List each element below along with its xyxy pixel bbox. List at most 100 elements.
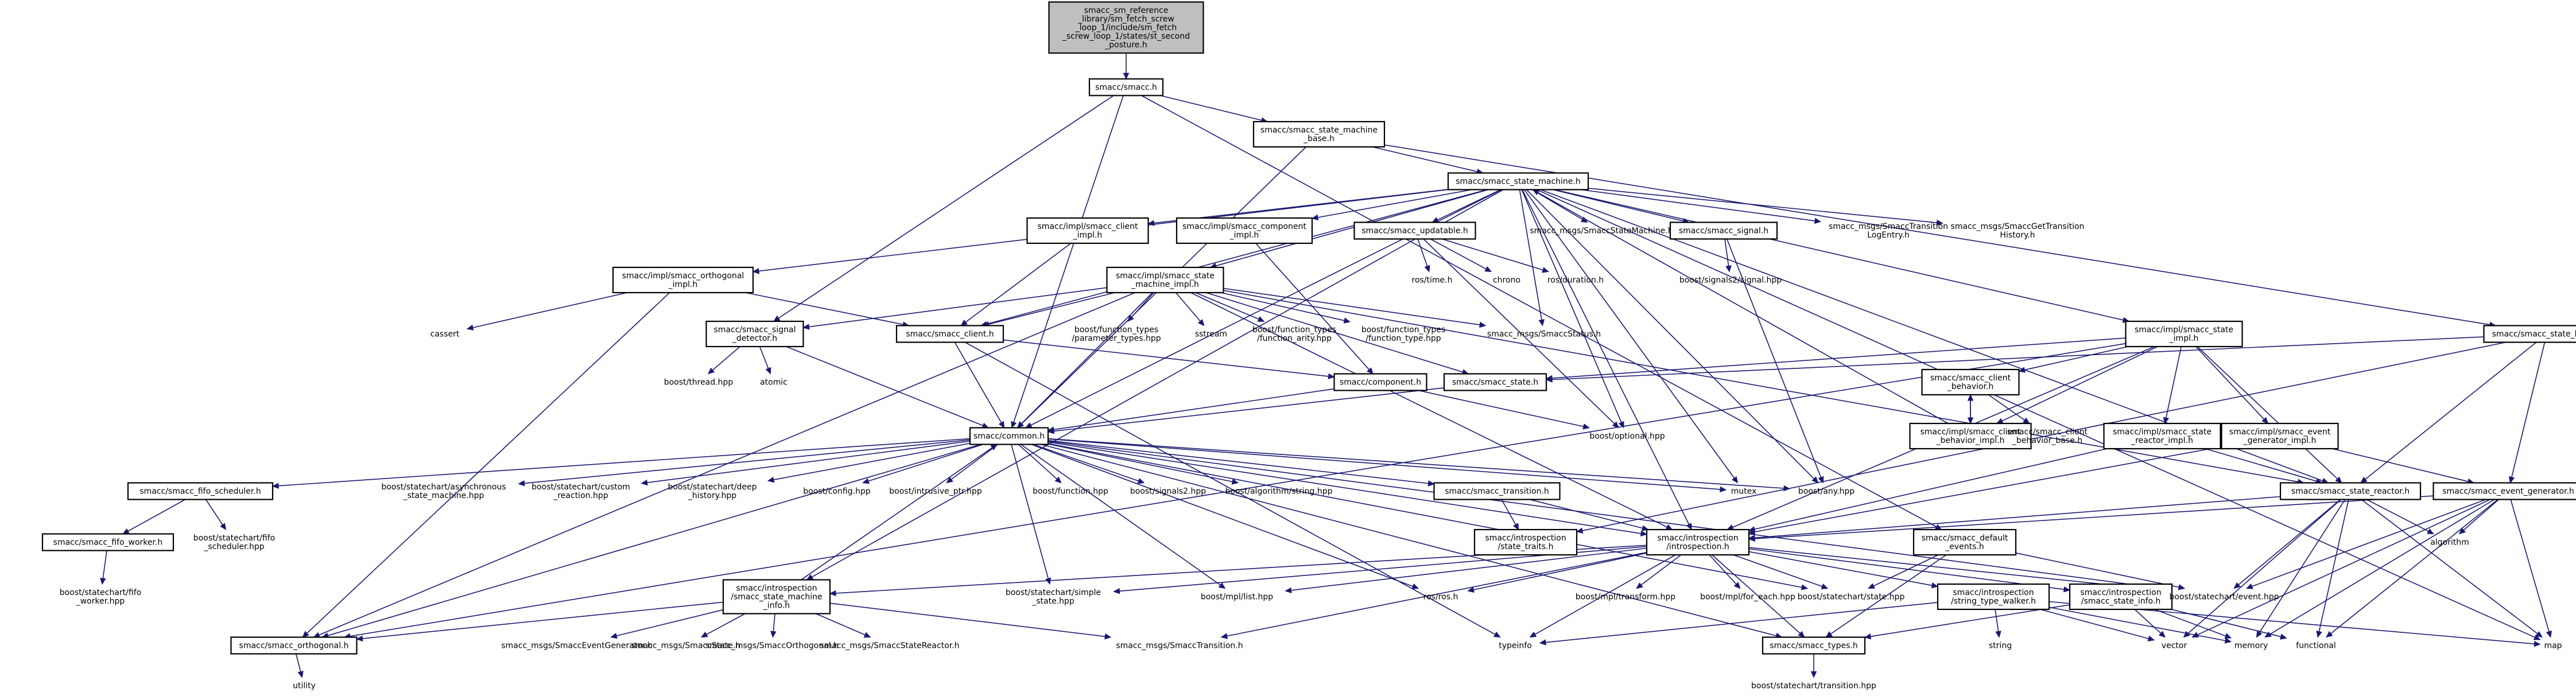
graph-node-client-behavior[interactable]: smacc/smacc_client_behavior.h [1921, 368, 2020, 396]
graph-node-component-h[interactable]: smacc/component.h [1333, 373, 1427, 391]
graph-node-state-info[interactable]: smacc/introspection/smacc_state_info.h [2069, 583, 2173, 611]
edge-default_events-to-sc_state [1873, 554, 1939, 586]
node-frame [2069, 583, 2173, 611]
graph-node-sc-event: boost/statechart/event.hpp [2169, 593, 2279, 602]
edge-signal_detector-to-atomic [759, 346, 769, 369]
node-label-line: smacc/smacc_fifo_worker.h [53, 538, 163, 547]
edge-smacc_h-to-state_machine_base [1160, 95, 1262, 121]
graph-node-common-h[interactable]: smacc/common.h [969, 427, 1049, 445]
edge-arrowhead [1868, 583, 1875, 589]
edge-arrowhead [1725, 265, 1732, 273]
node-label-line: boost/any.hpp [1798, 487, 1855, 496]
edge-state_impl-to-state_h [1551, 337, 2126, 379]
edge-arrowhead [1821, 584, 1829, 589]
graph-node-client-behavior-impl[interactable]: smacc/impl/smacc_client_behavior_impl.h [1909, 422, 2032, 450]
node-frame [1909, 422, 2032, 450]
edge-smacc_h-to-default_events [1141, 95, 1937, 527]
edge-arrowhead [1720, 486, 1727, 493]
graph-node-state-impl[interactable]: smacc/impl/smacc_state_impl.h [2125, 320, 2243, 348]
graph-node-state-machine-impl[interactable]: smacc/impl/smacc_state_machine_impl.h [1106, 266, 1224, 294]
node-label-line: _library/sm_fetch_screw [1077, 15, 1174, 24]
edge-arrowhead [1931, 582, 1939, 589]
graph-node-event-generator[interactable]: smacc/smacc_event_generator.h [2433, 482, 2576, 500]
node-frame [2483, 325, 2576, 343]
graph-node-state-base[interactable]: smacc/smacc_state_base.h [2483, 325, 2576, 343]
node-label-line: smacc_msgs/SmaccGetTransition [1951, 222, 2085, 231]
node-frame [722, 579, 831, 615]
graph-node-default-events[interactable]: smacc/smacc_default_events.h [1912, 528, 2017, 556]
graph-node-signal[interactable]: smacc/smacc_signal.h [1669, 221, 1778, 240]
edge-arrowhead [863, 632, 871, 638]
graph-node-event-generator-impl[interactable]: smacc/impl/smacc_event_generator_impl.h [2221, 422, 2339, 450]
graph-node-smacc-h[interactable]: smacc/smacc.h [1088, 78, 1164, 96]
edge-arrowhead [1783, 485, 1791, 492]
graph-node-orthogonal-h[interactable]: smacc/smacc_orthogonal.h [230, 636, 358, 655]
node-label-line: smacc/smacc_state_reactor.h [2291, 487, 2410, 496]
edge-updatable-to-boost_optional [1423, 238, 1615, 425]
graph-node-client-impl[interactable]: smacc/impl/smacc_client_impl.h [1026, 217, 1149, 244]
graph-node-string-type-walker[interactable]: smacc/introspection/string_type_walker.h [1937, 583, 2050, 611]
node-label-line: _behavior_impl.h [1935, 436, 2004, 445]
graph-node-sc-fifo-sched: boost/statechart/fifo_scheduler.hpp [193, 534, 275, 551]
edge-arrowhead [2256, 630, 2263, 638]
graph-node-client-h[interactable]: smacc/smacc_client.h [895, 325, 1004, 343]
graph-node-orthogonal-impl[interactable]: smacc/impl/smacc_orthogonal_impl.h [612, 266, 754, 294]
graph-node-cassert: cassert [430, 330, 460, 339]
graph-node-sc-simple-state: boost/statechart/simple_state.hpp [1006, 588, 1101, 606]
edge-arrowhead [220, 523, 227, 531]
graph-node-state-traits[interactable]: smacc/introspection/state_traits.h [1473, 528, 1578, 556]
edge-arrowhead [1529, 631, 1537, 638]
edge-arrowhead [1479, 321, 1487, 328]
node-label-line: smacc/introspection [1953, 588, 2034, 597]
node-frame [1646, 528, 1750, 556]
graph-node-fifo-scheduler[interactable]: smacc/smacc_fifo_scheduler.h [127, 482, 274, 500]
edge-arrowhead [2233, 582, 2241, 589]
node-label-line: /introspection.h [1666, 542, 1729, 551]
graph-node-root[interactable]: smacc_sm_reference_library/sm_fetch_scre… [1048, 1, 1204, 54]
node-label-line: _base.h [1303, 134, 1334, 143]
graph-node-updatable[interactable]: smacc/smacc_updatable.h [1353, 221, 1476, 240]
graph-node-msgs-reactor: smacc_msgs/SmaccStateReactor.h [820, 641, 959, 651]
edge-state_h-to-common_h [1053, 387, 1445, 432]
edge-state_machine-to-component_impl [1317, 189, 1472, 218]
edge-arrowhead [1640, 530, 1648, 536]
edge-arrowhead [1343, 317, 1351, 324]
graph-node-state-reactor[interactable]: smacc/smacc_state_reactor.h [2279, 482, 2422, 500]
edge-state_machine-to-state_impl [1554, 189, 2124, 321]
edge-event_generator-to-functional [2330, 499, 2499, 634]
node-frame [1433, 482, 1561, 500]
node-label-line: boost/signals2.hpp [1130, 487, 1206, 496]
edge-default_events-to-sc_event [2015, 552, 2179, 588]
graph-node-utility: utility [293, 682, 316, 691]
graph-node-fifo-worker[interactable]: smacc/smacc_fifo_worker.h [41, 533, 174, 551]
graph-node-state-machine-base[interactable]: smacc/smacc_state_machine_base.h [1252, 120, 1386, 148]
graph-node-sm-info[interactable]: smacc/introspection/smacc_state_machine_… [722, 579, 831, 615]
node-frame [1447, 172, 1589, 190]
edge-state_machine-to-boost_any [1526, 189, 1815, 479]
graph-node-state-h[interactable]: smacc/smacc_state.h [1443, 373, 1547, 391]
edge-state_impl-to-client_behavior_impl [2001, 346, 2158, 422]
edge-arrowhead [1025, 422, 1033, 429]
graph-node-state-machine[interactable]: smacc/smacc_state_machine.h [1447, 172, 1589, 190]
edge-sm_info-to-msgs_orth [773, 613, 775, 632]
graph-node-typeinfo: typeinfo [1499, 641, 1532, 651]
node-label-line: boost/mpl/for_each.hpp [1700, 593, 1795, 602]
node-label-line: _screw_loop_1/states/st_second [1062, 32, 1190, 41]
graph-node-introspection[interactable]: smacc/introspection/introspection.h [1646, 528, 1750, 556]
edge-arrowhead [2158, 631, 2166, 638]
edge-arrowhead [2360, 476, 2368, 484]
graph-node-signal-detector[interactable]: smacc/smacc_signal_detector.h [705, 320, 804, 348]
edge-state_reactor_impl-to-state_reactor [2205, 448, 2317, 482]
graph-node-transition-h[interactable]: smacc/smacc_transition.h [1433, 482, 1561, 500]
edge-arrowhead [122, 528, 130, 535]
node-frame [1443, 373, 1547, 391]
node-label-line: smacc/common.h [973, 432, 1045, 441]
edge-common_h-to-introspection [1048, 441, 1642, 534]
graph-node-component-impl[interactable]: smacc/impl/smacc_component_impl.h [1176, 217, 1313, 244]
edge-arrowhead [1113, 588, 1120, 594]
graph-node-msgs-statemachine: smacc_msgs/SmaccStateMachine.h [1530, 227, 1673, 236]
node-label-line: LogEntry.h [1867, 231, 1910, 240]
graph-node-state-reactor-impl[interactable]: smacc/impl/smacc_state_reactor_impl.h [2103, 422, 2221, 450]
edge-state_base-to-event_generator [2511, 342, 2546, 477]
graph-node-types-h[interactable]: smacc/smacc_types.h [1762, 636, 1866, 655]
